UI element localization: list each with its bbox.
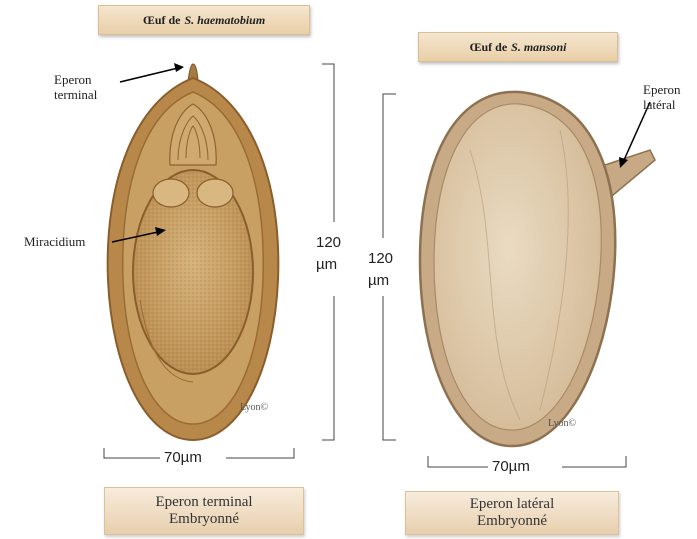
- mansoni-title-species: S. mansoni: [511, 40, 566, 55]
- mansoni-caption-line1: Eperon latéral: [406, 496, 618, 513]
- mansoni-egg: [420, 92, 655, 446]
- haematobium-title-species: S. haematobium: [184, 13, 265, 28]
- haematobium-caption-line2: Embryonné: [105, 511, 303, 528]
- mansoni-title-prefix: Œuf de: [469, 40, 507, 55]
- mansoni-width-label: 70µm: [492, 458, 530, 475]
- mansoni-caption-line2: Embryonné: [406, 513, 618, 530]
- mansoni-caption: Eperon latéral Embryonné: [405, 491, 619, 535]
- haematobium-height-label: 120 µm: [316, 232, 341, 276]
- haematobium-egg: [108, 64, 279, 440]
- haematobium-copyright: Lyon©: [240, 402, 268, 413]
- terminal-spine-label: Eperon terminal: [54, 72, 97, 102]
- mansoni-copyright: Lyon©: [548, 418, 576, 429]
- haematobium-caption: Eperon terminal Embryonné: [104, 487, 304, 535]
- haematobium-width-label: 70µm: [164, 449, 202, 466]
- miracidium-label: Miracidium: [24, 234, 85, 249]
- haematobium-title: Œuf de S. haematobium: [98, 5, 310, 35]
- haematobium-title-prefix: Œuf de: [143, 13, 181, 28]
- mansoni-title: Œuf de S. mansoni: [418, 32, 618, 62]
- mansoni-height-label: 120 µm: [368, 248, 393, 292]
- lateral-spine-label: Eperon latéral: [643, 82, 681, 112]
- haematobium-caption-line1: Eperon terminal: [105, 494, 303, 511]
